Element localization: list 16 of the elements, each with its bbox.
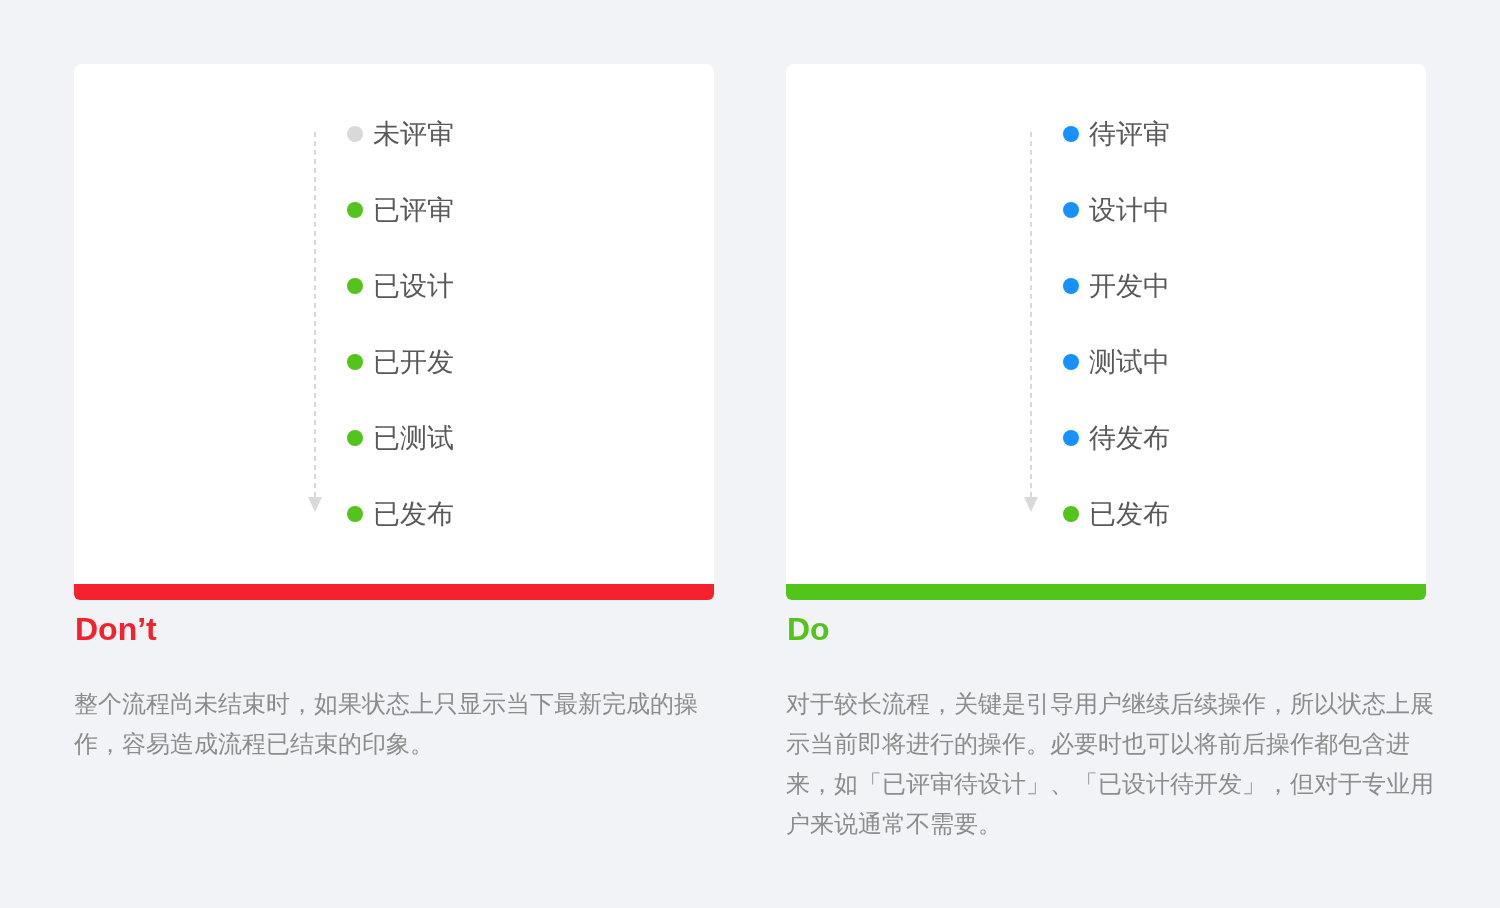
status-label: 已发布 [373,498,454,531]
status-label: 待发布 [1089,422,1170,455]
description: 对于较长流程，关键是引导用户继续后续操作，所以状态上展示当前即将进行的操作。必要时也可以将前后操作都包含进来，如「已评审待设计」、「已设计待开发」，但对于专业用户来说通常不需要。 [786,689,1435,839]
status-label: 未评审 [373,118,454,151]
status-label: 开发中 [1089,270,1170,303]
status-label: 已设计 [373,270,454,303]
card-heading: Do [787,610,830,649]
status-label: 已开发 [373,346,454,379]
status-label: 设计中 [1089,194,1170,227]
status-label: 已评审 [373,194,454,227]
status-label: 测试中 [1089,346,1170,379]
status-label: 已测试 [373,422,454,455]
status-label: 待评审 [1089,118,1170,151]
status-label: 已发布 [1089,498,1170,531]
description: 整个流程尚未结束时，如果状态上只显示当下最新完成的操作，容易造成流程已结束的印象。 [74,689,699,759]
card-heading: Don’t [75,610,157,649]
